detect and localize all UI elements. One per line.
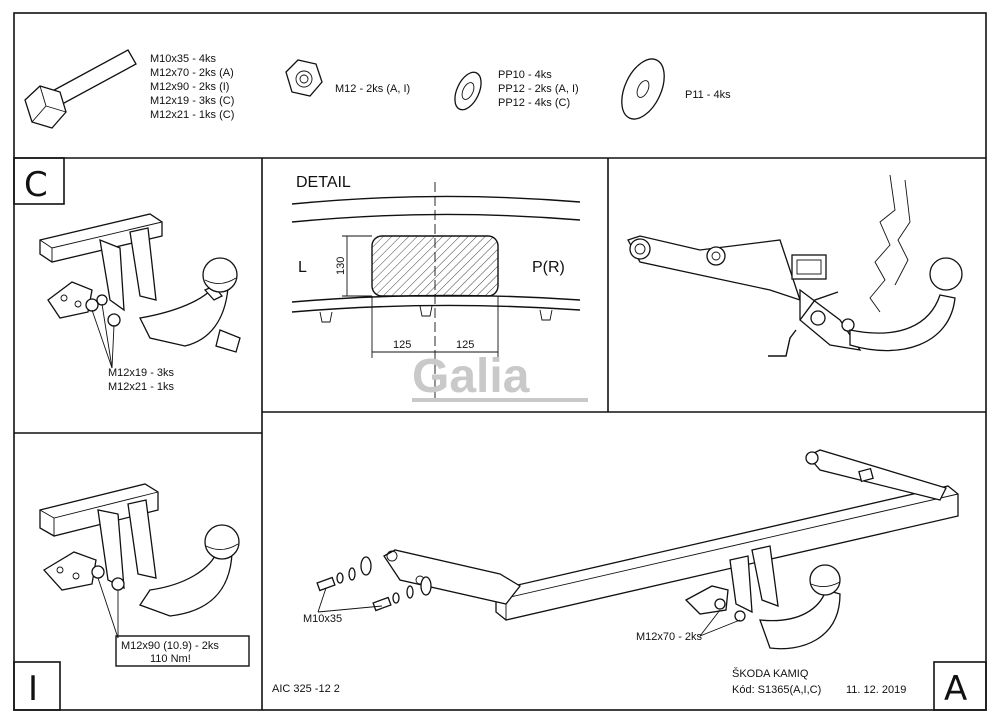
bolt-line-3: M12x90 - 2ks (I) — [150, 81, 229, 93]
panel-c-note-2: M12x21 - 1ks — [108, 381, 175, 393]
bolt-line-4: M12x19 - 3ks (C) — [150, 95, 234, 107]
washer-line-1: PP10 - 4ks — [498, 69, 552, 81]
big-washer-label: P11 - 4ks — [685, 89, 731, 101]
frame-lines — [13, 12, 987, 711]
panel-i-note-1: M12x90 (10.9) - 2ks — [121, 640, 219, 652]
footer-code: Kód: S1365(A,I,C) — [732, 684, 821, 696]
detail-title: DETAIL — [296, 174, 351, 191]
watermark-text: Galia — [412, 350, 530, 403]
main-label-m12: M12x70 - 2ks — [636, 631, 703, 643]
panel-c-note-1: M12x19 - 3ks — [108, 367, 175, 379]
detail-height-dim: 130 — [335, 257, 347, 275]
panel-side-view — [627, 174, 963, 357]
detail-dim-right: 125 — [456, 339, 474, 351]
footer-code-left: AIC 325 -12 2 — [272, 683, 340, 695]
detail-left-label: L — [298, 259, 307, 276]
footer-vehicle: ŠKODA KAMIQ — [732, 667, 809, 680]
main-label-m10: M10x35 — [303, 613, 342, 625]
detail-dim-left: 125 — [393, 339, 411, 351]
bolt-line-2: M12x70 - 2ks (A) — [150, 67, 234, 79]
big-washer-drawing — [621, 58, 665, 120]
footer-date: 11. 12. 2019 — [846, 684, 906, 696]
panel-letter-a: A — [944, 669, 967, 709]
bolt-drawing — [24, 49, 137, 129]
washer-line-2: PP12 - 2ks (A, I) — [498, 83, 579, 95]
panel-c: C M12x19 - 3ks M12x21 - 1ks — [13, 157, 241, 393]
nut-label: M12 - 2ks (A, I) — [335, 83, 410, 95]
washer-line-3: PP12 - 4ks (C) — [498, 97, 570, 109]
panel-detail: DETAIL 130 L P(R) 125 125 Galia — [291, 174, 588, 403]
panel-letter-c: C — [24, 165, 48, 205]
galia-watermark: Galia — [412, 350, 588, 403]
washer-drawing — [454, 71, 482, 111]
detail-right-label: P(R) — [532, 259, 565, 276]
panel-letter-i: I — [28, 669, 38, 709]
nut-drawing — [285, 59, 323, 97]
panel-a: A M10x35 — [303, 449, 987, 711]
bolt-line-1: M10x35 - 4ks — [150, 53, 217, 65]
panel-i-note-2: 110 Nm! — [150, 653, 191, 665]
bolt-stack — [316, 556, 432, 612]
bolt-line-5: M12x21 - 1ks (C) — [150, 109, 234, 121]
panel-i: I M12x90 (10.9) - 2ks 110 Nm! — [13, 483, 250, 711]
